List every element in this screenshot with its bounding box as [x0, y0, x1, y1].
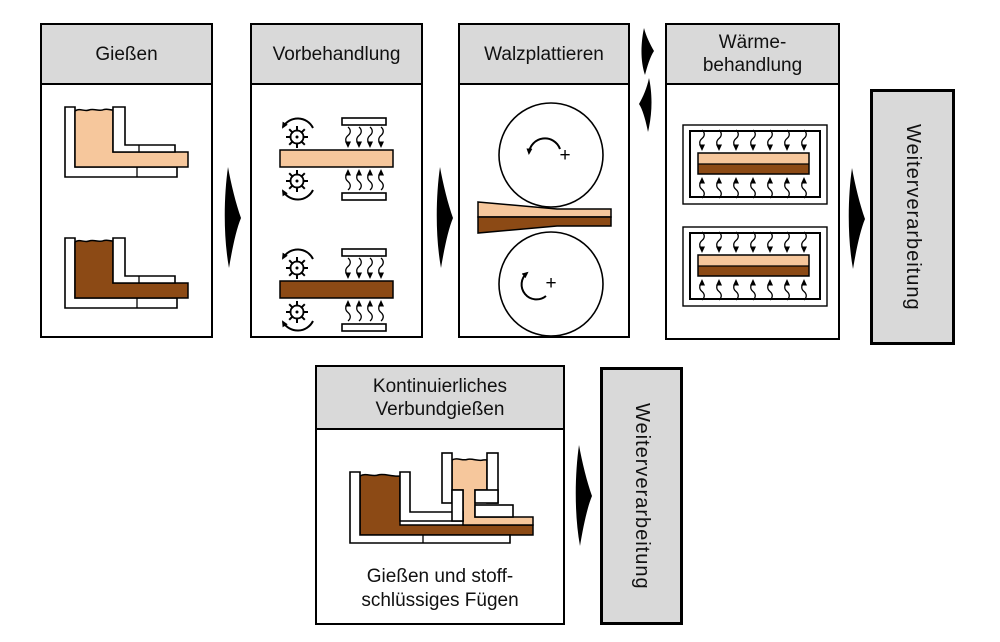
arrow-verbundgiessen-to-weiterverarbeitung-icon — [575, 445, 592, 546]
kontinuierliches-title-line2: Verbundgießen — [375, 398, 505, 420]
process-box-waermebehandlung-title-line1: Wärme- — [718, 32, 787, 53]
arrow-waermebehandlung-to-weiterverarbeitung-icon — [848, 168, 865, 269]
process-box-waermebehandlung-title-line2: behandlung — [702, 55, 803, 76]
process-box-kontinuierliches-verbundgiessen-header: Kontinuierliches Verbundgießen — [317, 367, 563, 430]
arrow-vorbehandlung-to-walzplattieren-icon — [436, 167, 453, 268]
process-box-giessen-header: Gießen — [42, 25, 211, 85]
cycle-arrow-walzplattieren-waermebehandlung-icon — [639, 28, 654, 132]
process-box-giessen-title: Gießen — [95, 43, 158, 65]
process-box-waermebehandlung: Wärme- behandlung — [665, 23, 840, 340]
process-box-vorbehandlung-title: Vorbehandlung — [272, 43, 401, 65]
arrow-giessen-to-vorbehandlung-icon — [224, 167, 241, 268]
process-box-weiterverarbeitung-bottom-title: Weiterverarbeitung — [631, 402, 653, 590]
process-box-vorbehandlung: Vorbehandlung — [250, 23, 423, 338]
process-box-weiterverarbeitung-bottom: Weiterverarbeitung — [600, 367, 683, 625]
process-box-walzplattieren-title: Walzplattieren — [484, 43, 604, 65]
process-box-weiterverarbeitung-top: Weiterverarbeitung — [870, 89, 955, 345]
process-box-weiterverarbeitung-top-title: Weiterverarbeitung — [902, 123, 924, 311]
process-box-walzplattieren-header: Walzplattieren — [460, 25, 628, 85]
process-box-kontinuierliches-verbundgiessen-body: Gießen und stoff- schlüssiges Fügen — [317, 430, 563, 623]
kontinuierliches-caption-line2: schlüssiges Fügen — [361, 590, 519, 611]
process-box-giessen: Gießen — [40, 23, 213, 338]
process-box-walzplattieren: Walzplattieren — [458, 23, 630, 338]
process-box-vorbehandlung-header: Vorbehandlung — [252, 25, 421, 85]
process-box-waermebehandlung-header: Wärme- behandlung — [667, 25, 838, 85]
kontinuierliches-caption: Gießen und stoff- schlüssiges Fügen — [317, 565, 563, 613]
kontinuierliches-title-line1: Kontinuierliches — [372, 375, 508, 397]
process-box-kontinuierliches-verbundgiessen: Kontinuierliches Verbundgießen Gießen un… — [315, 365, 565, 625]
kontinuierliches-caption-line1: Gießen und stoff- — [366, 566, 514, 587]
